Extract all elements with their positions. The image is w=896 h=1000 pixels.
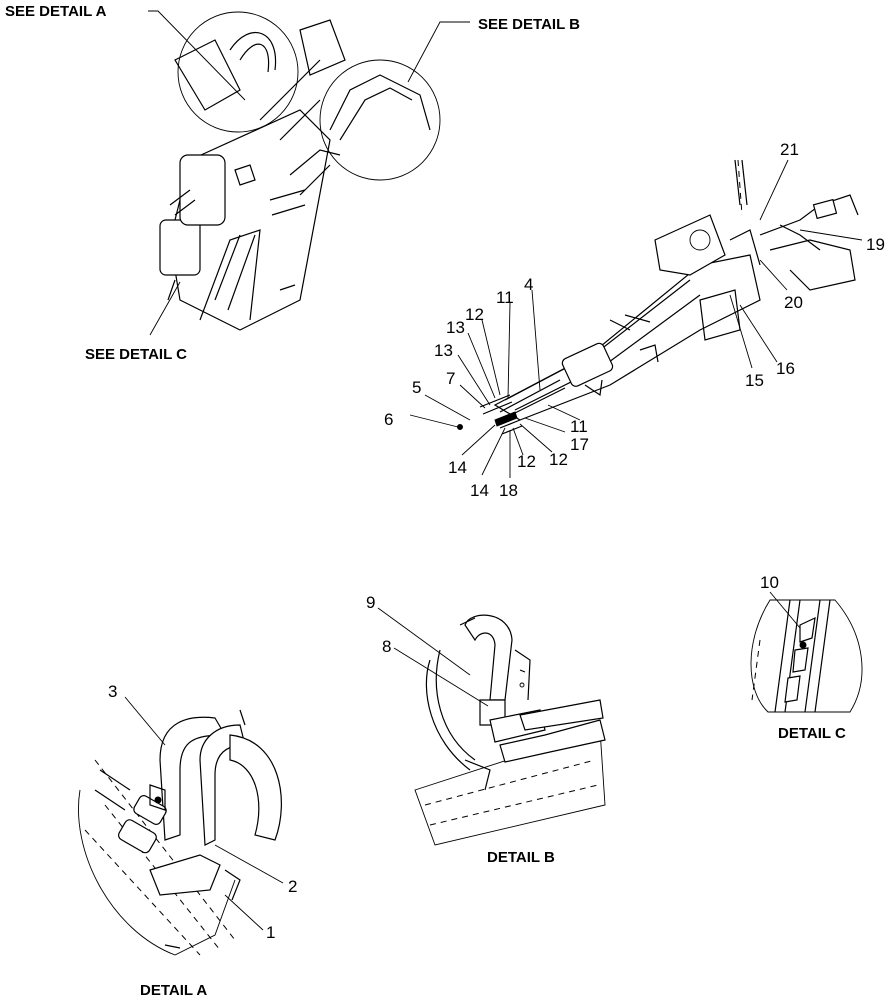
callout-11-lower: 11 — [570, 417, 588, 436]
callout-1: 1 — [266, 923, 275, 942]
callout-12-right: 12 — [549, 450, 568, 469]
leader-see-detail-a — [148, 10, 246, 101]
overview-illustration — [148, 10, 470, 336]
callout-11-upper: 11 — [496, 288, 514, 307]
detail-a-illustration — [78, 709, 282, 956]
detail-b-caption: DETAIL B — [487, 849, 555, 866]
leader-see-detail-c — [149, 281, 181, 336]
leader-see-detail-b — [407, 21, 470, 83]
callout-10: 10 — [760, 573, 779, 592]
leader-10 — [769, 591, 801, 629]
see-detail-c-label: SEE DETAIL C — [85, 346, 187, 363]
callout-8: 8 — [382, 637, 391, 656]
callout-12-lower: 12 — [517, 452, 536, 471]
see-detail-b-label: SEE DETAIL B — [478, 16, 580, 33]
callout-13-lower: 13 — [434, 341, 453, 360]
detail-a-circle — [177, 11, 299, 133]
detail-a-caption: DETAIL A — [140, 982, 207, 999]
callout-20: 20 — [784, 293, 803, 312]
callout-18: 18 — [499, 481, 518, 500]
detail-b-leaders — [377, 607, 489, 707]
main-assembly-leaders — [409, 159, 863, 478]
main-assembly-illustration — [457, 159, 859, 435]
callout-14-upper: 14 — [448, 458, 467, 477]
callout-3: 3 — [108, 682, 117, 701]
see-detail-a-label: SEE DETAIL A — [5, 3, 107, 20]
callout-17: 17 — [570, 435, 589, 454]
callout-2: 2 — [288, 877, 297, 896]
callout-9: 9 — [366, 593, 375, 612]
callout-13-upper: 13 — [446, 318, 465, 337]
callout-19: 19 — [866, 235, 885, 254]
callout-7: 7 — [446, 369, 455, 388]
callout-21: 21 — [780, 140, 799, 159]
detail-c-caption: DETAIL C — [778, 725, 846, 742]
detail-c-illustration — [750, 599, 863, 713]
detail-b-illustration — [414, 614, 606, 846]
callout-4: 4 — [524, 275, 533, 294]
callout-14-lower: 14 — [470, 481, 489, 500]
callout-5: 5 — [412, 378, 421, 397]
callout-12-upper: 12 — [465, 305, 484, 324]
callout-6: 6 — [384, 410, 393, 429]
callout-15: 15 — [745, 371, 764, 390]
detail-a-leaders — [124, 696, 284, 931]
callout-16: 16 — [776, 359, 795, 378]
detail-b-circle — [319, 59, 441, 181]
